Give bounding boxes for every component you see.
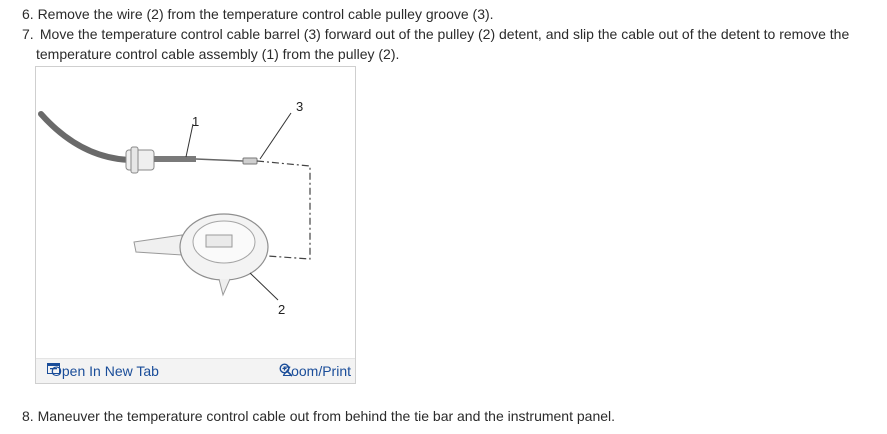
cable-routing-line [225, 160, 311, 260]
step-7-line-1: Move the temperature control cable barre… [39, 26, 850, 42]
step-7-line-2: temperature control cable assembly (1) f… [36, 46, 400, 62]
figure-toolbar: Open In New Tab Zoom/Print [36, 358, 355, 383]
pulley-detent [205, 234, 233, 248]
cable-end-fitting [125, 149, 155, 171]
step-7-text: 7. Move the temperature control cable ba… [22, 24, 872, 64]
callout-2: 2 [278, 302, 285, 317]
step-6-text: 6. Remove the wire (2) from the temperat… [22, 6, 494, 22]
callout-1-leader [185, 123, 194, 158]
open-in-new-tab-label: Open In New Tab [51, 363, 159, 379]
pulley-arm [133, 234, 183, 256]
callout-1: 1 [192, 114, 199, 129]
cable-barrel [242, 157, 258, 165]
callout-3-leader [259, 112, 292, 160]
open-in-new-tab-link[interactable]: Open In New Tab [47, 363, 159, 379]
illustration-figure: 1 3 2 Open In New Tab [35, 66, 356, 384]
zoom-print-link[interactable]: Zoom/Print [279, 363, 351, 379]
zoom-print-label: Zoom/Print [282, 363, 351, 379]
pulley-tab [218, 278, 231, 297]
fitting-flange [130, 146, 139, 174]
step-7-number: 7. [22, 26, 34, 42]
callout-2-leader [249, 272, 279, 301]
callout-3: 3 [296, 99, 303, 114]
cable-wire [195, 158, 244, 162]
step-8-text: 8. Maneuver the temperature control cabl… [22, 408, 616, 424]
cable-pulley-illustration: 1 3 2 [38, 99, 311, 317]
cable-sleeve [154, 156, 196, 162]
cable-housing [38, 111, 134, 163]
